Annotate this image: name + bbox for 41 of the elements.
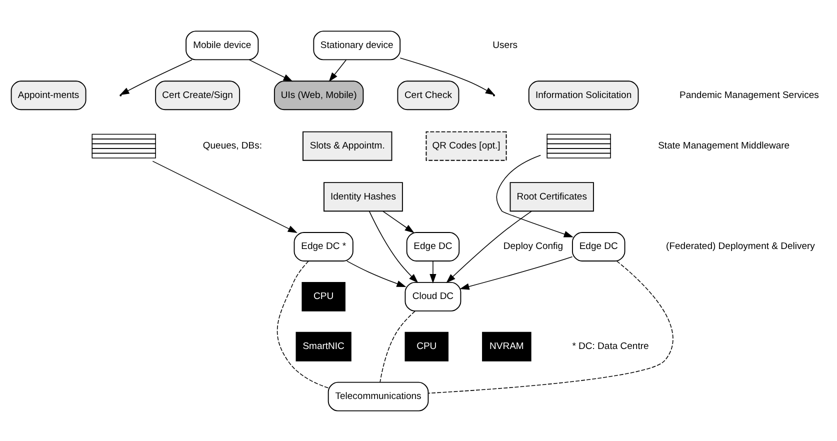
node-box: Stationary device [313, 30, 401, 60]
connector [380, 310, 416, 382]
edge-label: Deploy Config [503, 240, 564, 252]
node-box: Appoint-ments [10, 80, 86, 110]
arrow [346, 260, 406, 286]
node-box: Identity Hashes [324, 182, 403, 212]
node-box: Edge DC * [294, 232, 354, 261]
node-box: Telecommunications [328, 381, 429, 411]
arrow [460, 256, 573, 290]
node-box: SmartNIC [296, 331, 352, 361]
node-box: Slots & Appointm. [302, 130, 392, 160]
node-box: QR Codes [opt.] [426, 130, 507, 160]
label: Users [492, 39, 518, 50]
arrow [400, 57, 495, 95]
connector [428, 260, 674, 394]
label: (Federated) Deployment & Delivery [666, 240, 815, 252]
node-box: Root Certificates [510, 182, 594, 212]
node-box: UIs (Web, Mobile) [274, 80, 364, 110]
arrow [152, 160, 298, 232]
node-box: CPU [302, 281, 346, 311]
arrow [248, 58, 293, 82]
arrow [328, 59, 346, 82]
label: State Management Middleware [658, 140, 790, 152]
arrow [382, 210, 414, 233]
label: Queues, DBs: [202, 140, 262, 152]
node-box: Cloud DC [404, 281, 462, 311]
node-box: Cert Create/Sign [155, 80, 240, 110]
node-box: NVRAM [482, 331, 532, 361]
node-box: Mobile device [186, 30, 259, 60]
arrow [496, 154, 574, 237]
node-box: Edge DC [572, 232, 626, 261]
node-box: CPU [404, 331, 448, 361]
arrow [430, 260, 436, 284]
arrow [446, 210, 532, 283]
label: Pandemic Management Services [680, 89, 819, 100]
node-box: Information Solicitation [528, 80, 639, 110]
arrow [368, 210, 418, 282]
node-box: Cert Check [397, 80, 460, 110]
connector [276, 260, 329, 388]
label: * DC: Data Centre [572, 340, 649, 352]
node-box: Edge DC [406, 232, 460, 261]
